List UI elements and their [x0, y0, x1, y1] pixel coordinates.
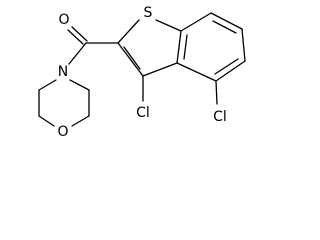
bond-c5-c4	[215, 60, 246, 82]
atom-labels: O N O S Cl Cl	[57, 5, 226, 140]
bonds	[38, 12, 246, 127]
bond-n-c-left-top	[38, 79, 57, 91]
atom-chlorine-3: Cl	[136, 105, 150, 121]
bond-carbonyl-c-o-2	[67, 29, 84, 45]
atom-chlorine-4: Cl	[213, 109, 227, 125]
bond-c7-c6-inner	[212, 20, 237, 34]
bond-c4-c3a	[176, 62, 217, 82]
bond-c-left-bottom-o	[38, 115, 55, 127]
bond-c7a-c7	[180, 12, 212, 32]
bond-carbonyl-n	[68, 42, 87, 65]
bond-c6-c5	[241, 28, 246, 62]
bond-c3-c2-inner	[123, 46, 141, 70]
atom-sulfur: S	[144, 5, 153, 21]
atom-oxygen-carbonyl: O	[58, 12, 69, 28]
bond-c-right-top-n	[69, 79, 90, 91]
bond-c3a-c3	[142, 62, 178, 77]
bond-c2-s	[117, 19, 140, 44]
bond-c3-c2	[117, 42, 144, 77]
atom-oxygen-ring: O	[57, 124, 68, 140]
bond-carbonyl-c-o-1	[71, 26, 88, 42]
bond-s-c7a	[155, 19, 182, 32]
bond-c7-c6	[210, 12, 243, 30]
bond-c7a-c3a	[176, 30, 182, 64]
chemical-structure: O N O S Cl Cl	[38, 5, 246, 140]
atom-nitrogen: N	[58, 64, 68, 80]
bond-c4-cl	[215, 80, 218, 105]
bond-c5-c4-inner	[214, 58, 239, 75]
bond-c7a-c3a-inner	[183, 34, 188, 60]
bond-o-c-right-bottom	[71, 115, 90, 127]
